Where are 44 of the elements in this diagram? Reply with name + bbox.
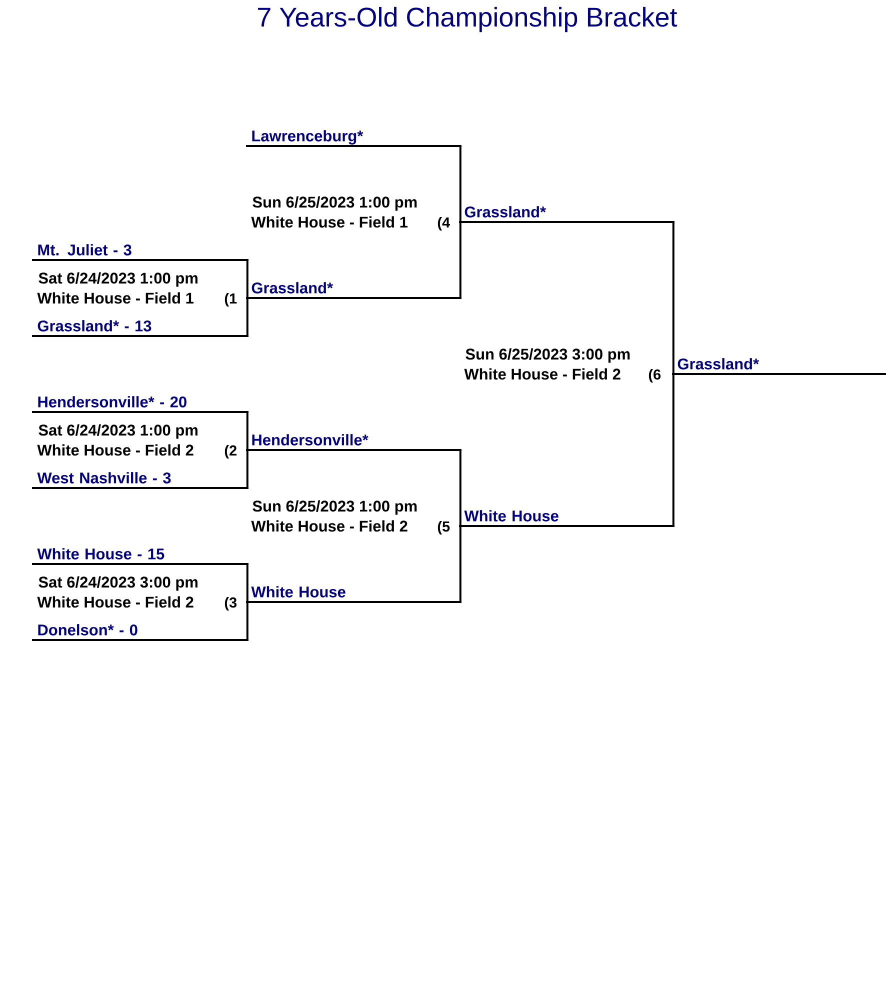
team-slot: Grassland*	[246, 282, 462, 299]
bracket-line	[246, 601, 248, 641]
game-time: Sun 6/25/2023 1:00 pm	[252, 196, 417, 211]
team-slot: Donelson* - 0	[32, 624, 248, 641]
team-slot: Lawrenceburg*	[246, 130, 462, 147]
game-time: Sat 6/24/2023 1:00 pm	[38, 424, 198, 439]
bracket-line	[459, 221, 462, 299]
title: 7 Years-Old Championship Bracket	[258, 6, 678, 32]
game-number: (6	[648, 369, 661, 383]
bracket-line	[459, 449, 462, 527]
game-time: Sat 6/24/2023 1:00 pm	[38, 272, 198, 287]
bracket-line	[246, 259, 248, 299]
team-slot: Grassland* - 13	[32, 320, 248, 337]
bracket-line	[459, 525, 462, 603]
team-slot: White House - 15	[32, 548, 248, 565]
game-location: White House - Field 2	[37, 444, 194, 456]
game-number: (3	[224, 597, 237, 611]
bracket-line	[459, 145, 462, 223]
team-slot: Hendersonville*	[246, 434, 462, 451]
game-number: (1	[224, 293, 237, 307]
team-slot: Hendersonville* - 20	[32, 396, 248, 413]
game-number: (2	[224, 445, 236, 459]
game-number: (5	[438, 521, 450, 535]
game-time: Sun 6/25/2023 3:00 pm	[466, 348, 630, 363]
team-slot: Grassland*	[459, 206, 674, 223]
team-slot: White House	[459, 510, 674, 527]
team-slot: West Nashville - 3	[32, 472, 248, 489]
bracket-line	[246, 563, 248, 603]
game-location: White House - Field 1	[251, 216, 408, 228]
game-number: (4	[438, 217, 450, 230]
game-location: White House - Field 2	[251, 520, 408, 532]
game-location: White House - Field 1	[37, 292, 194, 304]
game-location: White House - Field 2	[37, 596, 194, 608]
bracket-line	[246, 449, 248, 489]
team-slot: White House	[246, 586, 462, 603]
bracket-line	[246, 297, 248, 337]
game-location: White House - Field 2	[464, 368, 620, 380]
game-time: Sat 6/24/2023 3:00 pm	[38, 576, 198, 591]
bracket-line	[246, 411, 248, 451]
team-slot: Mt. Juliet - 3	[32, 244, 248, 261]
team-slot: Grassland*	[672, 358, 886, 375]
bracket-line	[672, 221, 674, 375]
game-time: Sun 6/25/2023 1:00 pm	[252, 500, 417, 515]
bracket-line	[672, 373, 674, 527]
